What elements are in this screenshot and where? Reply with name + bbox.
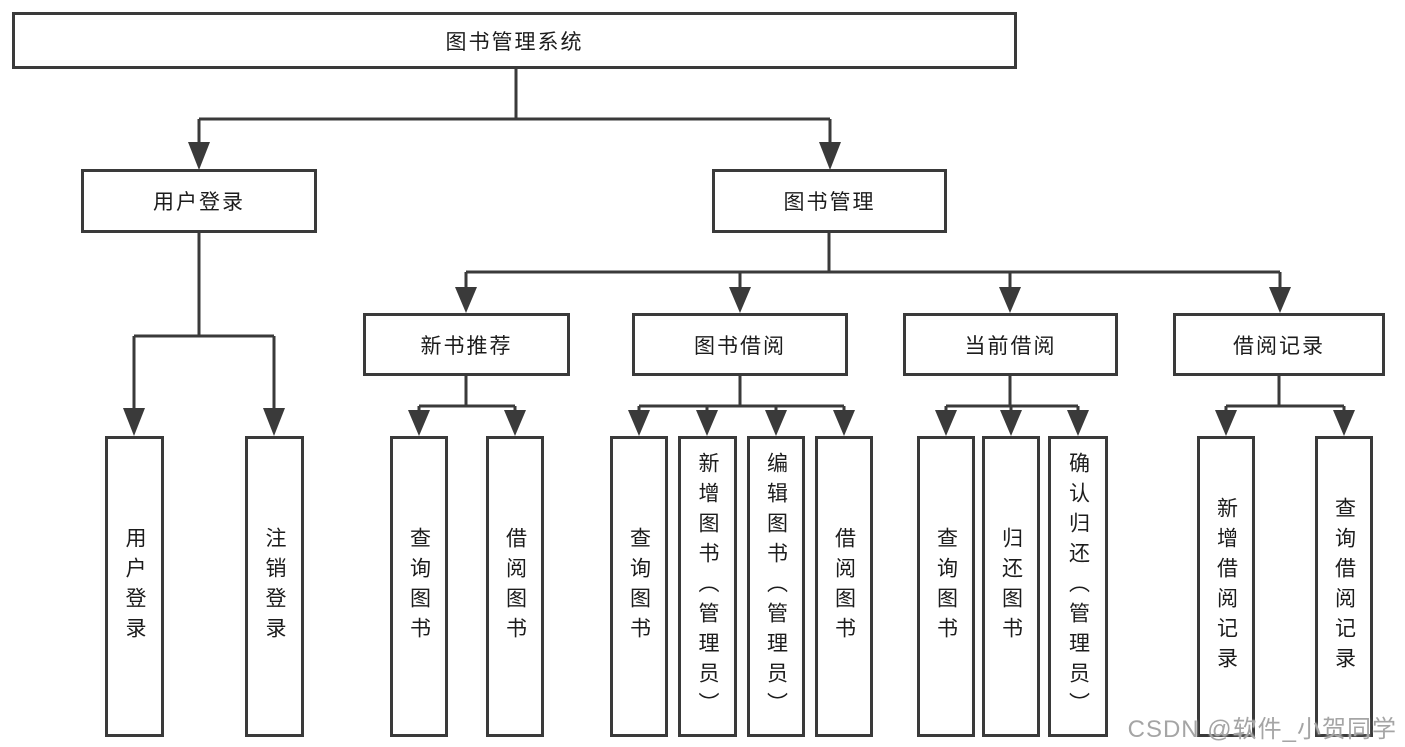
node-borrowing-records: 借阅记录 xyxy=(1173,313,1385,376)
leaf-add-borrow-record: 新增借阅记录 xyxy=(1197,436,1255,737)
node-label: 查询借阅记录 xyxy=(1332,496,1356,677)
leaf-user-login: 用户登录 xyxy=(105,436,164,737)
node-label: 图书管理 xyxy=(783,191,876,214)
node-library-management-system: 图书管理系统 xyxy=(12,12,1017,69)
node-label: 查询图书 xyxy=(627,526,651,647)
node-user-login-module: 用户登录 xyxy=(81,169,317,233)
node-book-borrowing: 图书借阅 xyxy=(632,313,848,376)
node-label: 编辑图书（管理员） xyxy=(764,451,788,722)
node-label: 图书借阅 xyxy=(694,334,786,358)
leaf-query-books-recommend: 查询图书 xyxy=(390,436,448,737)
csdn-watermark: CSDN @软件_小贺同学 xyxy=(1127,716,1397,743)
node-label: 新增借阅记录 xyxy=(1214,496,1238,677)
leaf-query-books-borrowing: 查询图书 xyxy=(610,436,668,737)
node-book-management-module: 图书管理 xyxy=(712,169,947,233)
node-label: 注销登录 xyxy=(263,526,286,647)
leaf-query-books-current: 查询图书 xyxy=(917,436,975,737)
node-label: 查询图书 xyxy=(934,526,958,647)
leaf-query-borrow-record: 查询借阅记录 xyxy=(1315,436,1373,737)
node-label: 借阅记录 xyxy=(1233,334,1325,358)
node-label: 借阅图书 xyxy=(503,526,527,647)
node-label: 查询图书 xyxy=(407,526,431,647)
node-label: 借阅图书 xyxy=(832,526,856,647)
leaf-edit-books-admin: 编辑图书（管理员） xyxy=(747,436,805,737)
node-label: 用户登录 xyxy=(153,191,245,214)
node-label: 确认归还（管理员） xyxy=(1066,451,1090,722)
leaf-add-books-admin: 新增图书（管理员） xyxy=(678,436,737,737)
node-current-borrowing: 当前借阅 xyxy=(903,313,1118,376)
node-new-book-recommendation: 新书推荐 xyxy=(363,313,570,376)
node-label: 归还图书 xyxy=(999,526,1023,647)
leaf-logout: 注销登录 xyxy=(245,436,304,737)
leaf-borrow-books-recommend: 借阅图书 xyxy=(486,436,544,737)
node-label: 用户登录 xyxy=(123,526,146,647)
leaf-confirm-return-admin: 确认归还（管理员） xyxy=(1048,436,1108,737)
node-label: 图书管理系统 xyxy=(445,30,584,54)
leaf-borrow-books: 借阅图书 xyxy=(815,436,873,737)
node-label: 新增图书（管理员） xyxy=(696,451,719,722)
leaf-return-books: 归还图书 xyxy=(982,436,1040,737)
node-label: 新书推荐 xyxy=(420,334,513,358)
node-label: 当前借阅 xyxy=(964,334,1057,358)
